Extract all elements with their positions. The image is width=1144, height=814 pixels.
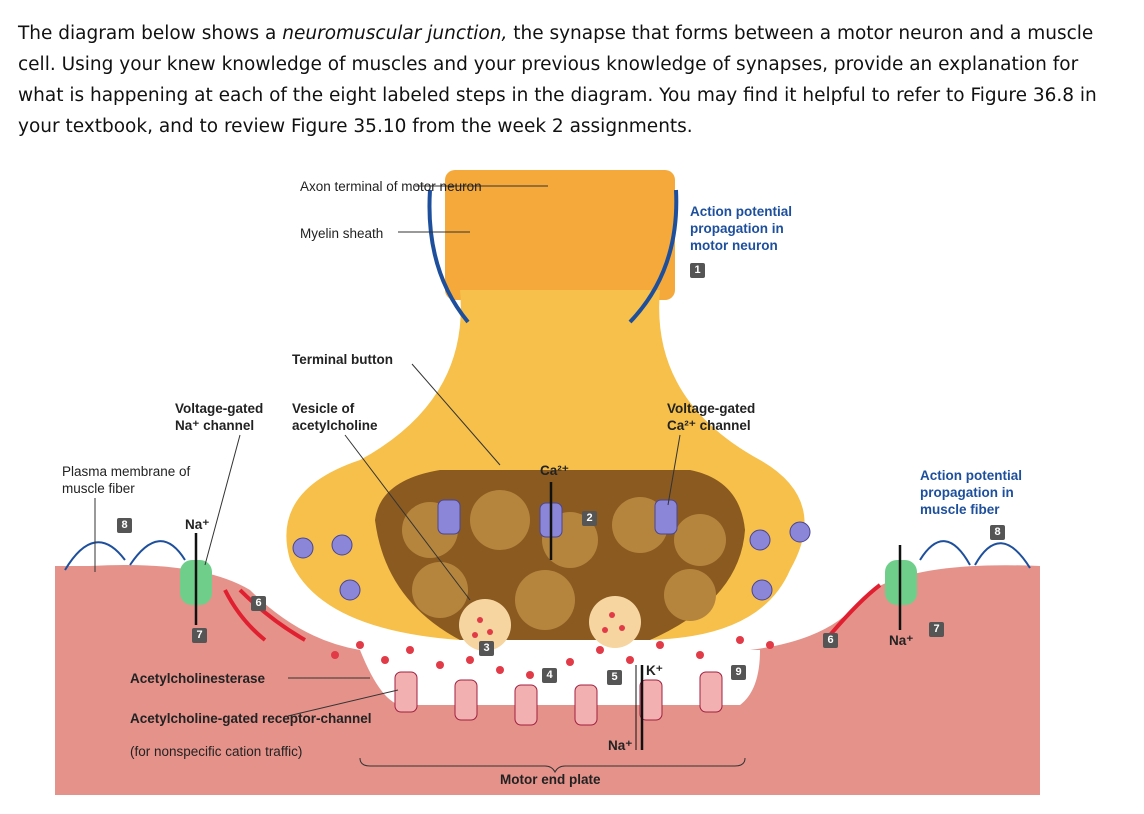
step-badge-9: 9 <box>731 665 746 680</box>
label-na-right: Na⁺ <box>889 633 914 648</box>
label-myelin-sheath: Myelin sheath <box>300 226 384 241</box>
step-badge-7-right: 7 <box>929 622 944 637</box>
ach-receptor-channels <box>394 671 723 726</box>
vesicle-open-right <box>589 596 641 648</box>
vesicles <box>402 490 726 630</box>
step-badge-6-right: 6 <box>823 633 838 648</box>
motor-end-plate-brace <box>359 757 746 774</box>
red-arrow-right <box>828 583 882 637</box>
label-terminal-button: Terminal button <box>292 352 393 367</box>
ap-motor-arrow-left <box>427 189 470 324</box>
label-ap-motor: Action potential propagation in motor ne… <box>690 204 792 253</box>
label-motor-end-plate: Motor end plate <box>500 772 601 787</box>
label-vesicle: Vesicle of acetylcholine <box>292 401 378 433</box>
step-badge-5: 5 <box>607 670 622 685</box>
ap-motor-arrow-right <box>628 189 679 324</box>
step-badge-6-left: 6 <box>251 596 266 611</box>
label-ca: Ca²⁺ <box>540 463 569 478</box>
label-vg-na-channel: Voltage-gated Na⁺ channel <box>175 401 264 433</box>
label-axon-terminal: Axon terminal of motor neuron <box>300 179 482 194</box>
step-badge-8-right: 8 <box>990 525 1005 540</box>
label-plasma-membrane: Plasma membrane of muscle fiber <box>62 464 191 496</box>
step-badge-7-left: 7 <box>192 628 207 643</box>
ap-muscle-arrows-right <box>919 540 1031 569</box>
label-acetylcholinesterase: Acetylcholinesterase <box>130 671 266 686</box>
question-text: The diagram below shows a neuromuscular … <box>18 23 1097 137</box>
step-badge-4: 4 <box>542 668 557 683</box>
label-vg-ca-channel: Voltage-gated Ca²⁺ channel <box>667 401 756 433</box>
axon-terminal <box>445 170 675 300</box>
acetylcholine-molecules <box>331 612 774 679</box>
step-badge-8-left: 8 <box>117 518 132 533</box>
label-na-left: Na⁺ <box>185 517 210 532</box>
red-arrow-left-up <box>223 589 267 642</box>
red-arrow-left-down <box>238 588 306 642</box>
label-receptor-channel: Acetylcholine-gated receptor-channel <box>130 711 372 726</box>
step-badge-2: 2 <box>582 511 597 526</box>
label-na-center: Na⁺ <box>608 738 633 753</box>
step-badge-3: 3 <box>479 641 494 656</box>
label-ap-muscle: Action potential propagation in muscle f… <box>920 468 1022 517</box>
label-k: K⁺ <box>646 663 663 678</box>
vesicle-open-left <box>459 599 511 651</box>
label-receptor-note: (for nonspecific cation traffic) <box>130 744 303 759</box>
step-badge-1: 1 <box>690 263 705 278</box>
